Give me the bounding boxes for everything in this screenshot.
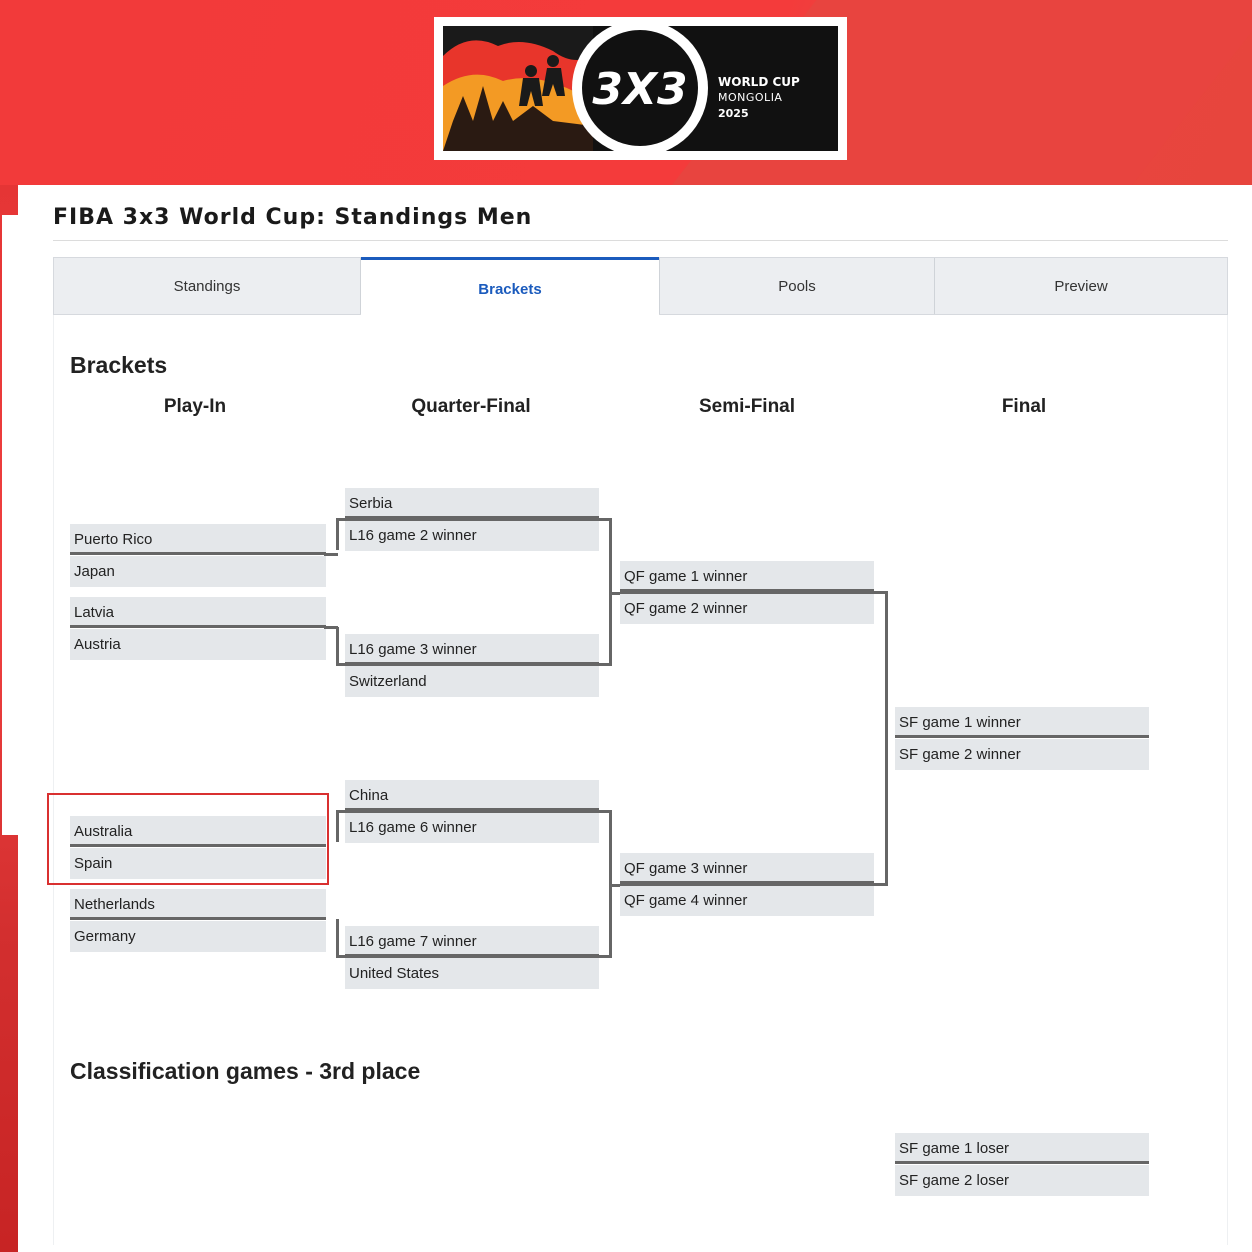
qf-4-team-b[interactable]: United States: [345, 958, 599, 989]
tab-bar: Standings Brackets Pools Preview: [53, 257, 1228, 317]
connector: [324, 552, 338, 556]
header-banner: 3X3 WORLD CUP MONGOLIA 2025: [0, 0, 1252, 185]
connector: [609, 839, 612, 922]
main-panel: FIBA 3x3 World Cup: Standings Men Standi…: [18, 185, 1252, 1252]
qf-3-team-b[interactable]: L16 game 6 winner: [345, 812, 599, 843]
logo-line-3: 2025: [718, 107, 749, 120]
connector: [609, 547, 612, 630]
connector: [324, 625, 338, 629]
qf-2-team-b[interactable]: Switzerland: [345, 666, 599, 697]
sf-1-team-b[interactable]: QF game 2 winner: [620, 593, 874, 624]
tab-brackets[interactable]: Brackets: [361, 257, 659, 317]
logo-mark: 3X3: [592, 64, 687, 115]
qf-1-team-a[interactable]: Serbia: [345, 488, 599, 519]
play-in-1-team-a[interactable]: Puerto Rico: [70, 524, 326, 555]
connector: [336, 518, 612, 550]
connector: [609, 591, 623, 595]
highlight-box: [47, 793, 329, 885]
logo-line-1: WORLD CUP: [718, 75, 800, 89]
event-logo[interactable]: 3X3 WORLD CUP MONGOLIA 2025: [434, 17, 847, 160]
connector: [336, 919, 612, 958]
brackets-content: Brackets Play-In Quarter-Final Semi-Fina…: [47, 315, 1228, 1245]
connector: [336, 627, 612, 666]
title-divider: [53, 240, 1228, 241]
tab-pools[interactable]: Pools: [659, 258, 935, 314]
classification-heading: Classification games - 3rd place: [70, 1058, 421, 1084]
play-in-3-team-a[interactable]: Australia: [70, 816, 326, 847]
left-decoration: [0, 185, 18, 1252]
qf-3-team-a[interactable]: China: [345, 780, 599, 811]
connector: [609, 883, 623, 887]
play-in-2-team-a[interactable]: Latvia: [70, 597, 326, 628]
third-place-team-b[interactable]: SF game 2 loser: [895, 1165, 1149, 1196]
logo-artwork: 3X3: [443, 26, 708, 151]
play-in-4-team-b[interactable]: Germany: [70, 921, 326, 952]
play-in-3-team-b[interactable]: Spain: [70, 848, 326, 879]
final-team-b[interactable]: SF game 2 winner: [895, 739, 1149, 770]
play-in-4-team-a[interactable]: Netherlands: [70, 889, 326, 920]
round-title-semi-final: Semi-Final: [698, 396, 796, 417]
connector: [620, 591, 888, 886]
brackets-heading: Brackets: [70, 352, 168, 378]
sf-1-team-a[interactable]: QF game 1 winner: [620, 561, 874, 592]
play-in-1-team-b[interactable]: Japan: [70, 556, 326, 587]
sf-2-team-b[interactable]: QF game 4 winner: [620, 885, 874, 916]
tab-preview[interactable]: Preview: [1054, 277, 1108, 295]
tab-standings[interactable]: Standings: [54, 258, 361, 314]
round-title-play-in: Play-In: [163, 396, 227, 417]
logo-line-2: MONGOLIA: [718, 91, 783, 104]
third-place-team-a[interactable]: SF game 1 loser: [895, 1133, 1149, 1164]
round-title-quarter-final: Quarter-Final: [411, 396, 531, 417]
logo-text: WORLD CUP MONGOLIA 2025: [718, 74, 800, 122]
final-team-a[interactable]: SF game 1 winner: [895, 707, 1149, 738]
connector: [336, 810, 612, 842]
left-decoration-cut: [2, 215, 18, 835]
qf-1-team-b[interactable]: L16 game 2 winner: [345, 520, 599, 551]
logo-background: 3X3 WORLD CUP MONGOLIA 2025: [443, 26, 838, 151]
sf-2-team-a[interactable]: QF game 3 winner: [620, 853, 874, 884]
page-title: FIBA 3x3 World Cup: Standings Men: [53, 205, 533, 230]
play-in-2-team-b[interactable]: Austria: [70, 629, 326, 660]
round-title-final: Final: [1001, 396, 1047, 417]
